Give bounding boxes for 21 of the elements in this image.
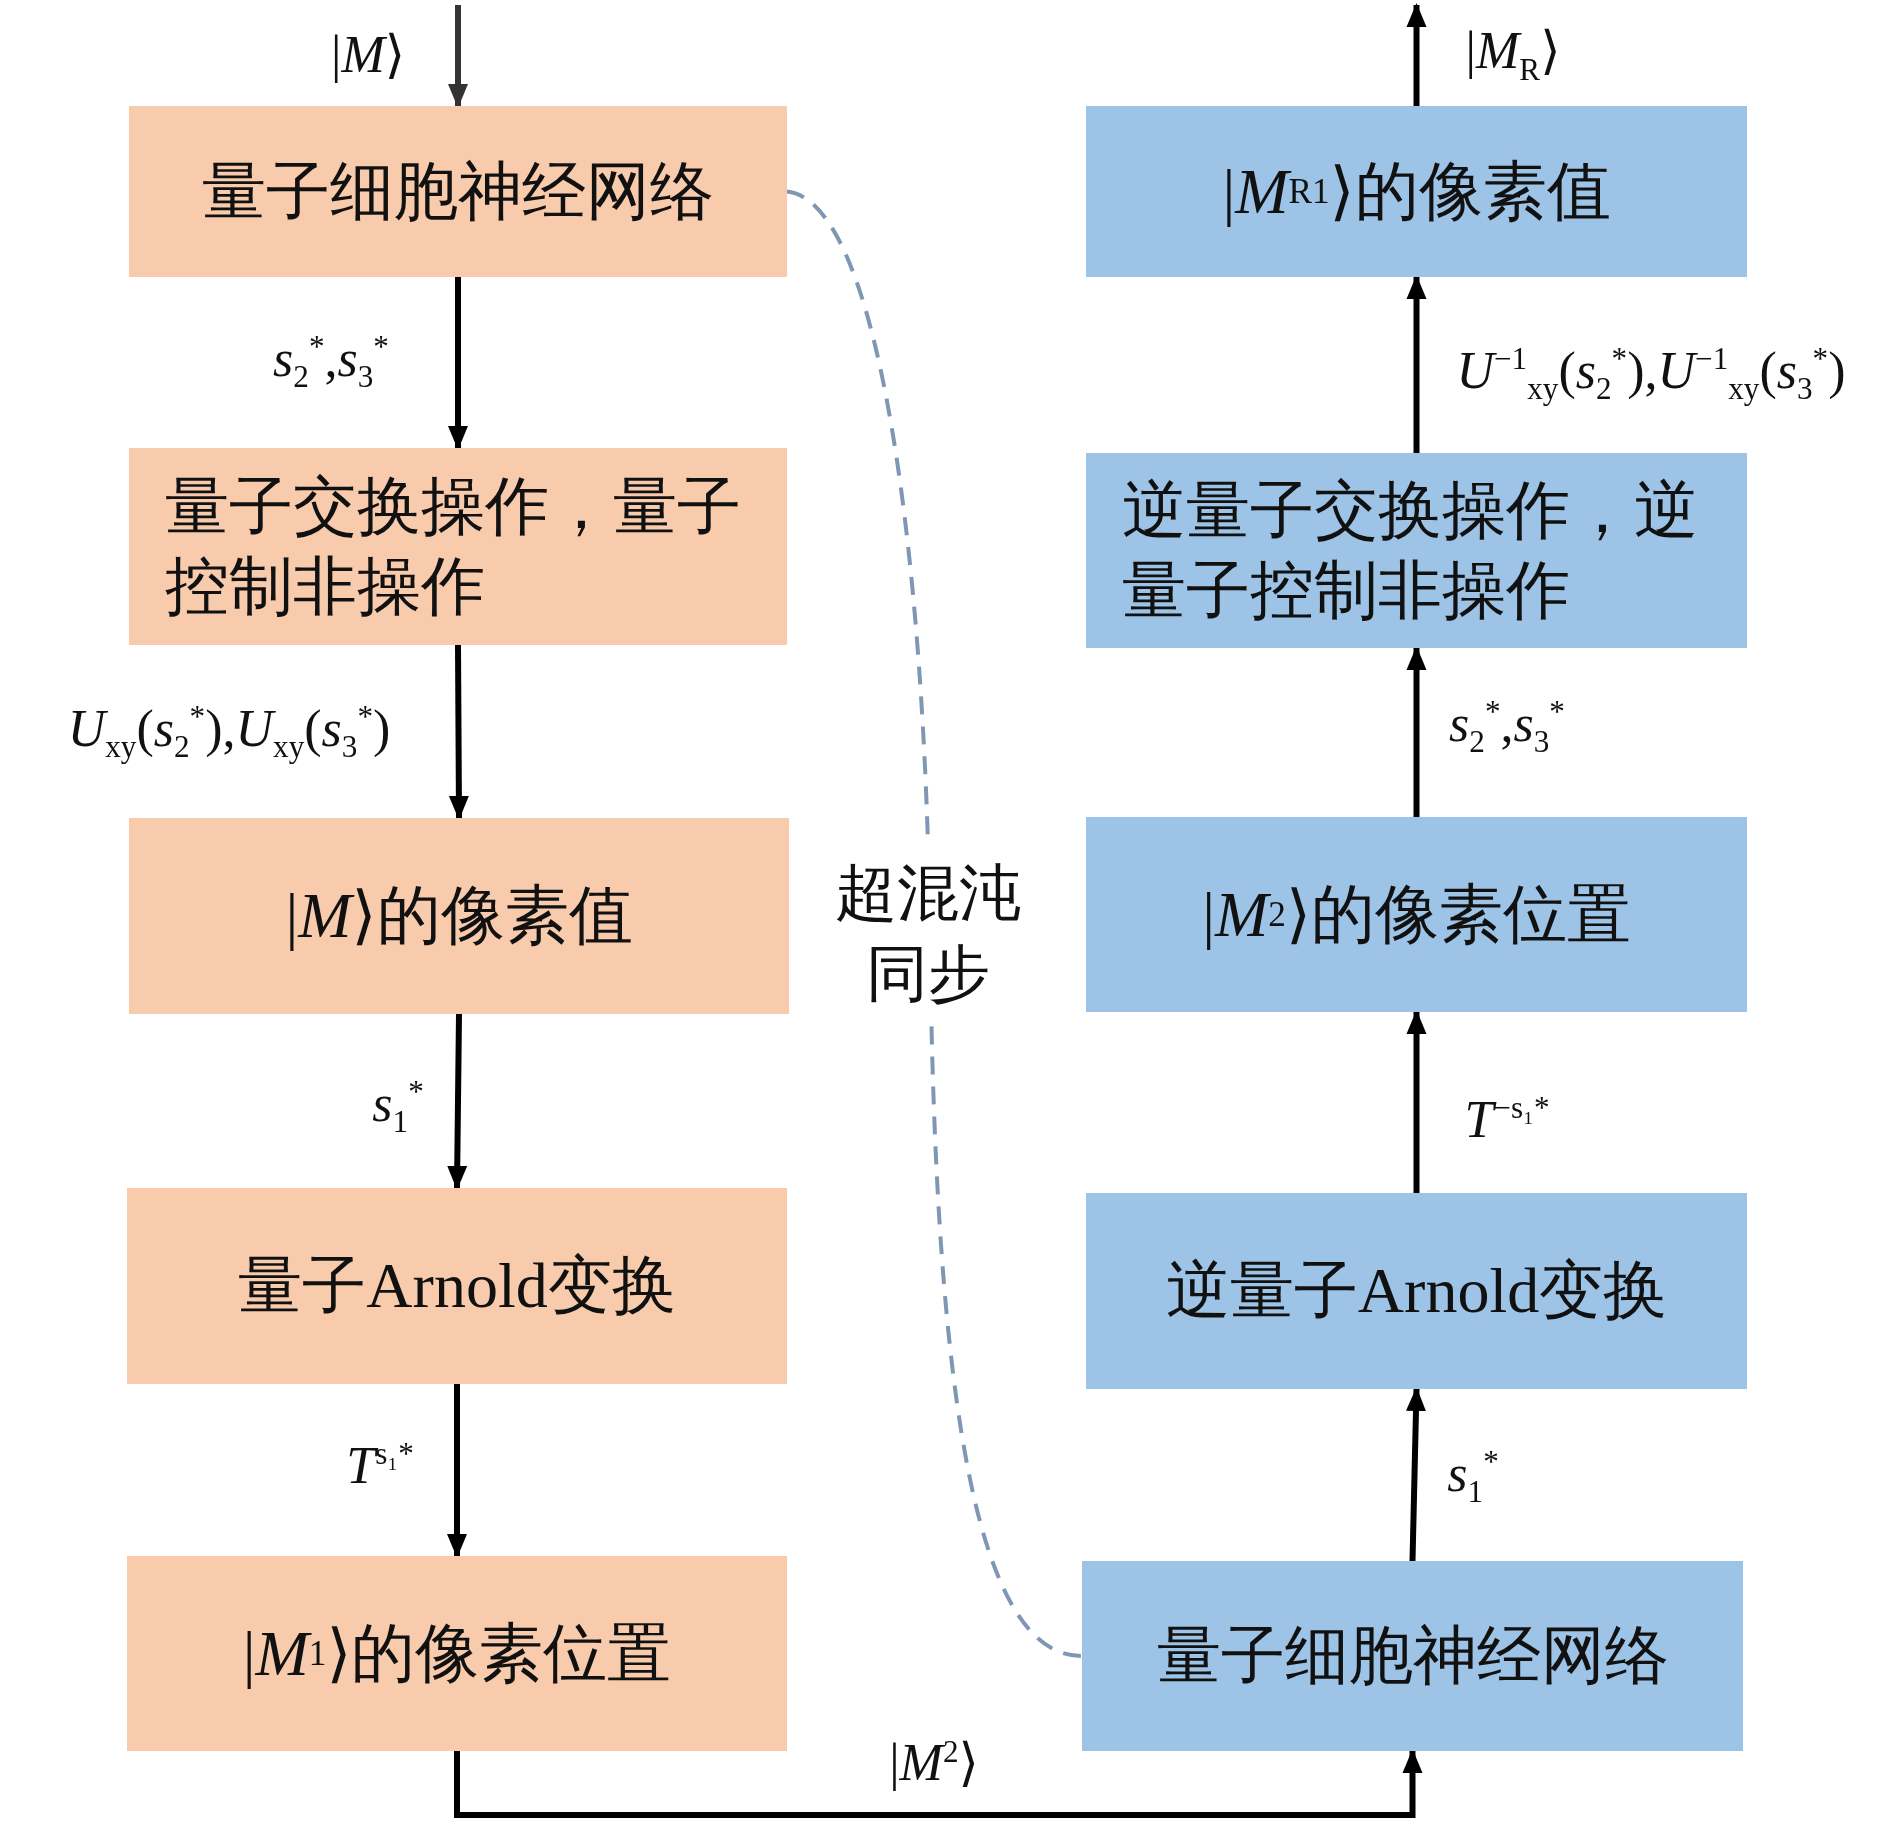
arrow	[1406, 1010, 1427, 1193]
process-box: 逆量子Arnold变换	[1086, 1193, 1747, 1389]
process-box: |M⟩的像素值	[129, 818, 789, 1014]
process-box: 量子交换操作，量子控制非操作	[129, 448, 787, 645]
process-box: |M$^{1}$⟩的像素位置	[127, 1556, 787, 1751]
arrow	[1406, 3, 1427, 106]
arrow	[448, 644, 469, 820]
arrow	[448, 5, 468, 108]
process-box: 量子细胞神经网络	[1082, 1561, 1743, 1751]
process-box: 量子Arnold变换	[127, 1188, 787, 1384]
arrow	[1406, 646, 1427, 817]
dashed-connector	[786, 189, 1083, 1658]
arrow	[448, 277, 468, 450]
arrow	[454, 1749, 1423, 1818]
arrow	[1406, 1387, 1426, 1562]
arrow	[1406, 275, 1427, 453]
process-box: 逆量子交换操作，逆量子控制非操作	[1086, 453, 1747, 648]
process-box: |M$^{2}$⟩的像素位置	[1086, 817, 1747, 1012]
arrow	[447, 1384, 467, 1558]
process-box: 量子细胞神经网络	[129, 106, 787, 277]
arrow	[447, 1013, 468, 1190]
